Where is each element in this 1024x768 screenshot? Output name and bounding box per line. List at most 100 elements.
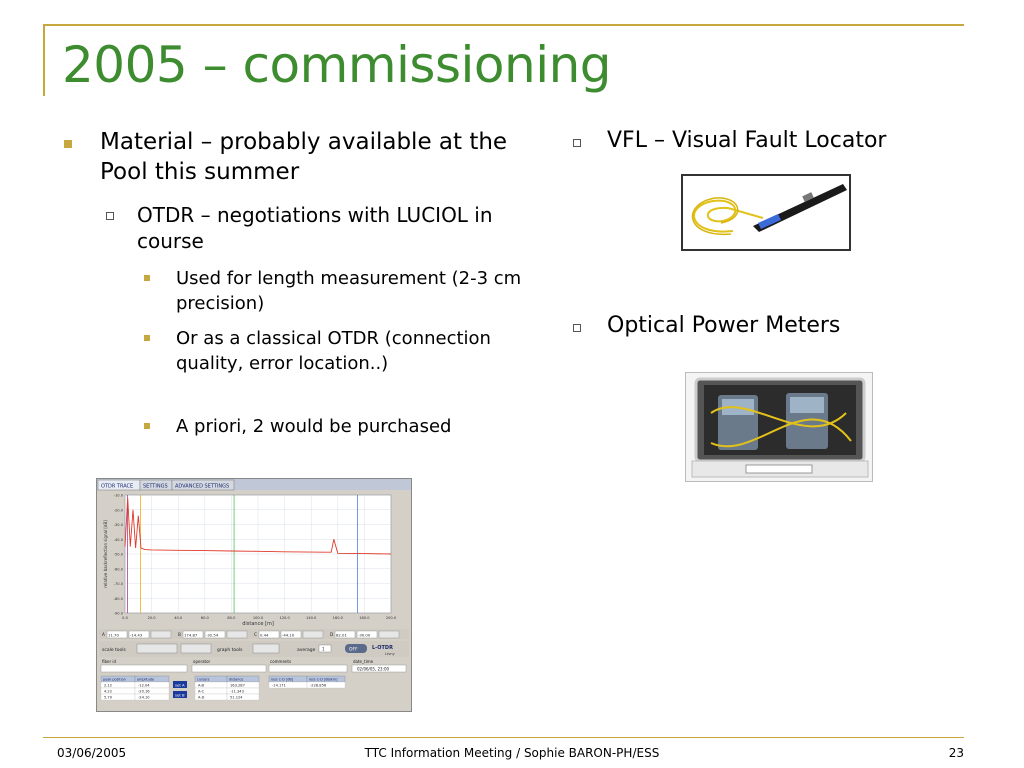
square-bullet-icon [144,423,150,429]
otdr-comments-label: comments [270,659,291,664]
otdr-marker-value: 11.70 [108,633,119,638]
otdr-cursors-cell [226,693,260,701]
otdr-set-b-button[interactable] [173,691,187,698]
otdr-marker-input [258,630,280,639]
otdr-peaks-header-text: peak position [103,678,126,682]
otdr-date-time-label: date_time [353,659,374,664]
otdr-loss-header-text: loss C-D [dB] [271,678,294,682]
otdr-marker-row-bg [99,629,409,639]
otdr-marker-input [106,630,128,639]
otdr-x-tick-label: 80.0 [227,616,236,620]
otdr-x-tick-label: 20.0 [148,616,157,620]
otdr-graph-tools-buttons[interactable] [252,643,280,654]
otdr-set-a-button[interactable] [173,681,187,688]
bullet-opm: Optical Power Meters [573,312,987,341]
bullet-otdr: OTDR – negotiations with LUCIOL in cours… [106,202,542,254]
otdr-y-tick-label: -90.0 [114,612,124,616]
bullet-classical-text: Or as a classical OTDR (connection quali… [176,328,491,375]
otdr-tab-settings-label: SETTINGS [143,484,168,490]
otdr-zoom-buttons[interactable] [180,643,212,654]
otdr-loss-header-text: loss C-D [dB/km] [309,678,338,682]
otdr-marker-input [204,630,226,639]
otdr-scale-tools-label: scale tools [102,647,127,653]
footer-page-number: 23 [948,746,964,760]
otdr-marker-value: -30.00 [358,633,371,638]
otdr-x-tick-label: 120.0 [279,616,290,620]
footer-date: 03/06/2005 [57,746,127,760]
otdr-grid [124,494,392,614]
otdr-set-a-label: set A [175,683,185,688]
bullet-length-text: Used for length measurement (2-3 cm prec… [176,268,522,315]
otdr-marker-letter: B [178,632,181,637]
otdr-x-tick-label: 40.0 [174,616,183,620]
otdr-comments-input[interactable] [268,664,348,673]
otdr-y-tick-label: -50.0 [114,553,124,557]
otdr-off-label: OFF [349,647,358,653]
otdr-y-tick-label: -30.0 [114,523,124,527]
otdr-trace-line [124,497,392,555]
otdr-cursors-cell-text: 163.287 [230,684,245,688]
otdr-marker-value: -14.43 [130,633,143,638]
bullet-vfl: VFL – Visual Fault Locator [573,127,987,156]
otdr-marker-letter: C [254,632,257,637]
bullet-material: Material – probably available at the Poo… [64,128,530,188]
otdr-y-tick-label: -20.0 [114,508,124,512]
slide-title: 2005 – commissioning [62,36,612,94]
otdr-marker-value: -32.54 [206,633,219,638]
otdr-off-button[interactable] [345,644,367,653]
frame-top-rule [43,24,964,26]
otdr-cursor-lines [127,495,358,613]
otdr-marker-input [356,630,378,639]
otdr-x-tick-label: 0.0 [122,616,128,620]
otdr-peaks-cell-text: 5.70 [104,696,113,700]
bullet-otdr-text: OTDR – negotiations with LUCIOL in cours… [137,203,493,253]
otdr-x-tick-label: 200.0 [386,616,397,620]
otdr-application: OTDR TRACE SETTINGS ADVANCED SETTINGS -1… [97,479,411,701]
otdr-graph-tools-label: graph tools [217,647,243,653]
bullet-classical: Or as a classical OTDR (connection quali… [144,326,541,376]
otdr-y-tick-label: -40.0 [114,538,124,542]
otdr-average-input[interactable] [318,644,332,653]
power-meter-photo [685,372,873,482]
otdr-y-tick-label: -80.0 [114,597,124,601]
otdr-peaks-cell-text: 4.22 [104,690,112,694]
otdr-marker-value: 174.87 [184,633,198,638]
otdr-fiber-id-input[interactable] [100,664,188,673]
otdr-marker-nav-buttons [302,630,324,639]
bullet-vfl-text: VFL – Visual Fault Locator [607,128,887,153]
hollow-square-bullet-icon [106,212,114,220]
otdr-peaks-cell-text: -20.16 [138,690,150,694]
bullet-purchase: A priori, 2 would be purchased [144,414,541,439]
square-bullet-icon [64,140,72,148]
otdr-brand-sub: Ltvny [385,652,395,656]
otdr-loss-cell [306,681,346,689]
otdr-cursors-header-text: distance [229,678,243,682]
bullet-material-text: Material – probably available at the Poo… [100,129,508,185]
otdr-date-time-value: 02/06/05, 23:00 [357,667,389,672]
otdr-operator-input[interactable] [191,664,267,673]
otdr-cursors-cell-text: A-B [198,684,205,688]
otdr-average-value: 1 [322,647,325,652]
otdr-y-tick-label: -70.0 [114,582,124,586]
otdr-x-tick-label: 180.0 [359,616,370,620]
otdr-x-axis-label: distance [m] [242,621,274,627]
otdr-marker-value: -44.10 [282,633,295,638]
bullet-length: Used for length measurement (2-3 cm prec… [144,266,541,316]
otdr-tab-advanced[interactable] [171,479,235,491]
otdr-brand-label: L-OTDR [372,645,393,651]
otdr-loss-cell-text: -228.856 [310,684,327,688]
otdr-x-tick-label: 160.0 [333,616,344,620]
otdr-date-time-input[interactable] [351,664,407,673]
otdr-cursors-cell-text: 51.124 [230,696,243,700]
otdr-average-label: average [297,647,316,653]
otdr-marker-letter: D [330,632,333,637]
otdr-operator-label: operator [193,659,211,664]
otdr-scale-tools-buttons[interactable] [136,643,178,654]
otdr-peaks-cell-text: 2.12 [104,684,112,688]
frame-left-rule [43,24,45,96]
otdr-y-ticks: -10.0-20.0-30.0-40.0-50.0-60.0-70.0-80.0… [114,494,124,616]
vfl-photo [681,174,851,251]
otdr-peaks-cell-text: -24.10 [138,696,150,700]
otdr-x-tick-label: 140.0 [306,616,317,620]
otdr-marker-letter: A [102,632,105,637]
